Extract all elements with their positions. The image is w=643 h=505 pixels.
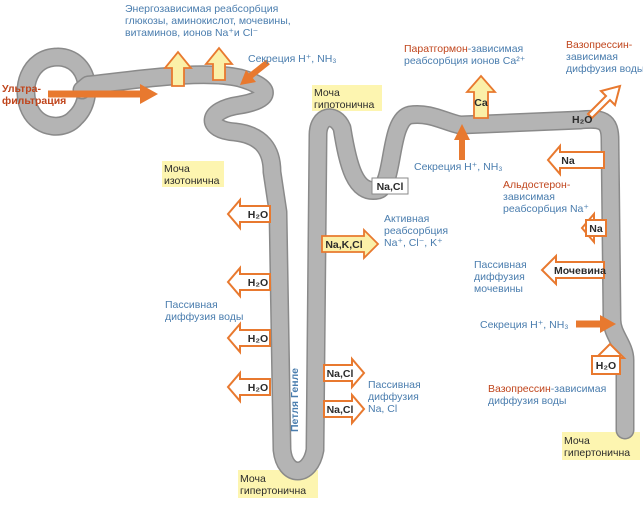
urea-label: Мочевина [554, 265, 606, 277]
ca-label: Ca [474, 97, 488, 109]
h2o-arrow-1: H₂O [226, 197, 271, 231]
secretion-arrow-1 [240, 59, 270, 85]
vasopressin-top-label: Вазопрессин- [566, 39, 633, 51]
nakcl-arrow: Na,K,Cl [321, 227, 380, 261]
h2o-label-2: H₂O [248, 277, 268, 289]
na-label-1: Na [561, 155, 575, 167]
aldosterone-label-rest: зависимая реабсорбция Na⁺ [503, 191, 589, 215]
na-arrow-2: Na [580, 211, 607, 245]
passive-urea-label: Пассивная диффузия мочевины [474, 259, 530, 295]
nacl-box-top: Na,Cl [371, 177, 409, 195]
loop-of-henle-label: Петля Генле [289, 368, 301, 432]
nacl-label-1: Na,Cl [327, 368, 354, 380]
h2o-label-4: H₂O [248, 382, 268, 394]
hyper-right-label: Моча гипертонична [564, 435, 630, 459]
secretion-label-2: Секреция H⁺, NH₃ [414, 161, 503, 173]
hypo-label-bg [312, 85, 382, 111]
nacl-box-label: Na,Cl [377, 181, 404, 193]
iso-label-bg [162, 161, 224, 187]
energy-reabsorption-label: Энергозависимая реабсорбция глюкозы, ами… [125, 3, 294, 39]
urea-arrow: Мочевина [540, 253, 606, 287]
h2o-arrow-4: H₂O [226, 370, 271, 404]
vasopressin-bottom-label-line2: диффузия воды [488, 395, 566, 407]
h2o-label-right: H₂O [596, 360, 616, 372]
vasopressin-top-label-rest: зависимая диффузия воды [566, 51, 643, 75]
nephron-tubule [16, 47, 635, 481]
secretion-arrow-2 [454, 124, 470, 160]
secretion-arrow-3 [576, 315, 616, 333]
vasopressin-bottom-label: Вазопрессин-зависимая [488, 383, 606, 395]
na-label-2: Na [589, 223, 603, 235]
aldosterone-label: Альдостерон- [503, 179, 571, 191]
h2o-label-1: H₂O [248, 209, 268, 221]
h2o-label-top: H₂O [572, 114, 592, 126]
nakcl-label: Na,K,Cl [325, 239, 362, 251]
secretion-label-1: Секреция H⁺, NH₃ [248, 53, 337, 65]
passive-water-label: Пассивная диффузия воды [165, 299, 243, 323]
nacl-arrow-1: Na,Cl [323, 356, 366, 390]
parathormone-label: Паратгормон-зависимая [404, 43, 523, 55]
ca-arrow: Ca [465, 74, 497, 119]
active-reabsorption-label: Активная реабсорбция Na⁺, Cl⁻, K⁺ [384, 213, 451, 249]
h2o-arrow-right: H₂O [591, 342, 627, 375]
passive-nacl-label: Пассивная диффузия Na, Cl [368, 379, 424, 415]
reabsorption-up-arrow-2 [204, 46, 234, 81]
ultrafiltration-arrow [48, 84, 158, 104]
nacl-label-2: Na,Cl [327, 404, 354, 416]
ultrafiltration-label: Ультра- фильтрация [2, 83, 66, 107]
h2o-arrow-2: H₂O [226, 265, 271, 299]
vasopressin-arrow-top [586, 84, 622, 120]
parathormone-label-line2: реабсорбция ионов Ca²⁺ [404, 55, 525, 67]
hypo-label: Моча гипотонична [314, 87, 374, 111]
h2o-label-3: H₂O [248, 333, 268, 345]
na-arrow-1: Na [546, 143, 605, 177]
secretion-label-3: Секреция H⁺, NH₃ [480, 319, 569, 331]
reabsorption-up-arrow-1 [163, 50, 193, 87]
h2o-arrow-3: H₂O [226, 321, 271, 355]
iso-label: Моча изотонична [164, 163, 220, 187]
nacl-arrow-2: Na,Cl [323, 392, 366, 426]
hyper-bottom-label: Моча гипертонична [240, 473, 306, 497]
